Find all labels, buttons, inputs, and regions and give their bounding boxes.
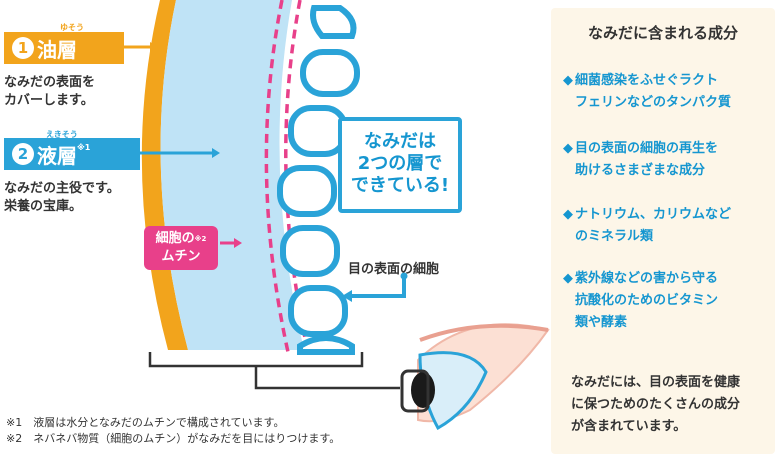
component-item-proteins: ◆ 細菌感染をふせぐラクト フェリンなどのタンパク質 bbox=[563, 70, 767, 114]
footnote-1: ※1 液層は水分となみだのムチンで構成されています。 bbox=[6, 416, 285, 429]
oil-layer-name: 油層 bbox=[37, 37, 77, 62]
water-layer-ruby: えきそう bbox=[46, 130, 78, 139]
eye-surface-cell-label: 目の表面の細胞 bbox=[348, 262, 440, 277]
component-item-regeneration: ◆ 目の表面の細胞の再生を 助けるさまざまな成分 bbox=[563, 138, 767, 182]
eye-surface-cells bbox=[277, 5, 360, 355]
tear-components-panel: なみだに含まれる成分 ◆ 細菌感染をふせぐラクト フェリンなどのタンパク質 ◆ … bbox=[551, 8, 775, 454]
cell-5 bbox=[280, 225, 340, 277]
water-layer-note: ※1 bbox=[77, 143, 91, 152]
oil-layer-label: 1 油層 bbox=[4, 32, 124, 64]
cell-3 bbox=[288, 105, 348, 157]
two-layers-callout: なみだは 2つの層で できている! bbox=[338, 117, 462, 213]
panel-summary: なみだには、目の表面を健康 に保つためのたくさんの成分 が含まれています。 bbox=[571, 375, 741, 434]
oil-layer-description: なみだの表面を カバーします。 bbox=[4, 75, 96, 108]
water-layer-name: 液層 bbox=[37, 143, 77, 168]
water-layer-description: なみだの主役です。 栄養の宝庫。 bbox=[4, 181, 120, 214]
cell-1 bbox=[310, 5, 357, 39]
footnote-2: ※2 ネバネバ物質（細胞のムチン）がなみだを目にはりつけます。 bbox=[6, 432, 341, 445]
diamond-bullet-icon: ◆ bbox=[563, 271, 573, 286]
panel-title: なみだに含まれる成分 bbox=[587, 24, 738, 42]
arrows bbox=[124, 42, 408, 302]
cell-7 bbox=[297, 335, 355, 355]
oil-layer-ruby: ゆそう bbox=[60, 23, 84, 32]
eye-magnifier bbox=[400, 369, 430, 413]
oil-layer-number: 1 bbox=[12, 37, 34, 59]
mucin-dashed-line-1 bbox=[264, 0, 290, 353]
cell-4 bbox=[277, 165, 337, 217]
diamond-bullet-icon: ◆ bbox=[563, 207, 573, 222]
component-item-vitamins: ◆ 紫外線などの害から守る 抗酸化のためのビタミン 類や酵素 bbox=[563, 268, 767, 334]
water-layer-number: 2 bbox=[12, 143, 34, 165]
component-item-minerals: ◆ ナトリウム、カリウムなど のミネラル類 bbox=[563, 204, 767, 248]
diamond-bullet-icon: ◆ bbox=[563, 73, 573, 88]
diamond-bullet-icon: ◆ bbox=[563, 141, 573, 156]
layer-bracket bbox=[148, 352, 400, 390]
eye-illustration bbox=[400, 323, 550, 431]
cell-6 bbox=[288, 285, 348, 337]
cell-2 bbox=[300, 49, 360, 97]
water-layer-label: 2 液層 ※1 bbox=[4, 138, 140, 170]
mucin-label: 細胞の※2 ムチン bbox=[144, 226, 218, 270]
